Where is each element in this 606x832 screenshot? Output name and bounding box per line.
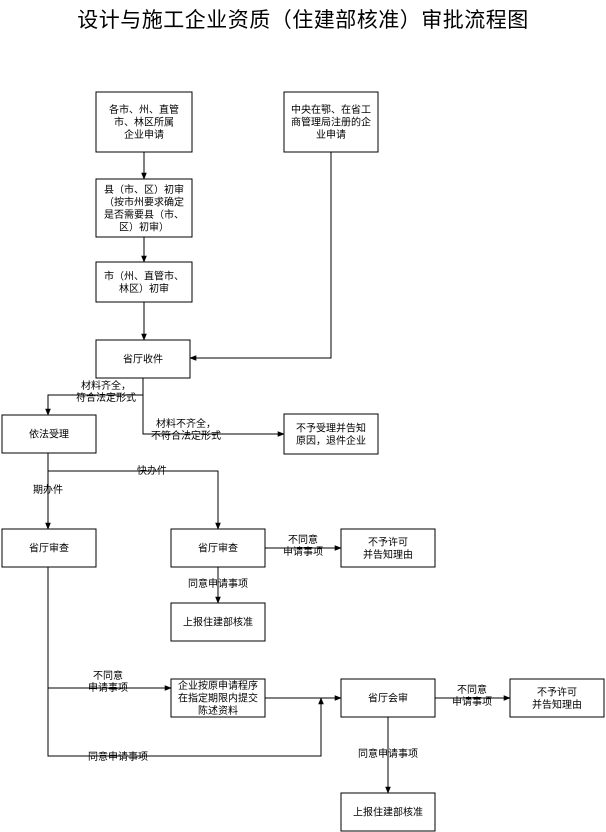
edge-label-text: 同意申请事项 — [358, 747, 418, 760]
node-report-joint: 上报住建部核准 — [340, 792, 436, 832]
node-text: 不予受理并告知 — [296, 421, 366, 434]
edge-receive-to-reject — [142, 395, 285, 437]
edge-label-text: 不同意 — [288, 533, 318, 546]
edge-label-complete: 材料齐全，符合法定形式 — [76, 379, 136, 404]
node-text: 原因，退件企业 — [296, 434, 366, 447]
node-text: （按市州要求确定 — [104, 195, 184, 208]
edge-label-agree-fast: 同意申请事项 — [188, 577, 248, 590]
node-box — [170, 678, 266, 718]
node-text: 不予许可 — [368, 536, 408, 548]
node-accept: 依法受理 — [1, 414, 97, 454]
node-text: 陈述资料 — [198, 704, 238, 717]
node-text: 上报住建部核准 — [183, 616, 253, 629]
node-box — [95, 91, 193, 153]
node-box — [95, 339, 191, 379]
node-text: 省厅会审 — [368, 692, 408, 705]
node-text: 林区）初审 — [119, 282, 169, 295]
node-text: 企业申请 — [124, 128, 164, 141]
flow-connectors — [45, 152, 511, 794]
node-report-fast: 上报住建部核准 — [170, 602, 266, 642]
edge-label-text: 材料不齐全， — [156, 417, 216, 430]
edge-label-agree-long: 同意申请事项 — [88, 750, 148, 763]
node-box — [95, 178, 193, 238]
edge-receive-to-accept — [45, 378, 144, 416]
edge-label-incomplete: 材料不齐全，不符合法定形式 — [151, 417, 221, 442]
node-province-receive: 省厅收件 — [95, 339, 191, 379]
node-text: 中央在鄂、在省工 — [291, 103, 371, 116]
node-text: 依法受理 — [29, 428, 69, 441]
node-box — [1, 414, 97, 454]
node-box — [95, 261, 193, 303]
node-box — [283, 91, 379, 153]
node-text: 上报住建部核准 — [353, 806, 423, 819]
node-text: 省厅审查 — [29, 542, 69, 555]
node-box — [340, 678, 436, 718]
edge-label-text: 符合法定形式 — [76, 391, 136, 404]
node-text: 商管理局注册的企 — [291, 116, 371, 129]
node-box — [283, 413, 379, 455]
edge-label-text: 材料齐全， — [81, 379, 131, 392]
node-text: 市（州、直管市、 — [104, 269, 184, 282]
node-joint-review: 省厅会审 — [340, 678, 436, 718]
edge-central-to-receive — [189, 152, 332, 361]
node-text: 并告知理由 — [532, 698, 582, 711]
edge-label-long-track: 期办件 — [33, 483, 63, 496]
node-text: 省厅收件 — [123, 353, 163, 366]
node-box — [170, 528, 266, 568]
node-review-long: 省厅审查 — [1, 528, 97, 568]
edge-label-text: 同意申请事项 — [188, 577, 248, 590]
node-text: 各市、州、直管 — [109, 103, 179, 116]
edge-long-agree-to-joint — [47, 567, 324, 757]
node-text: 省厅审查 — [198, 542, 238, 555]
node-city-review: 市（州、直管市、林区）初审 — [95, 261, 193, 303]
node-text: 是否需要县（市、 — [104, 208, 184, 221]
edge-label-text: 不符合法定形式 — [151, 429, 221, 442]
node-text: 区）初审） — [119, 220, 169, 233]
edge-label-text: 申请事项 — [452, 695, 492, 708]
node-text: 在指定期限内提交 — [178, 692, 258, 705]
edge-label-agree-joint: 同意申请事项 — [358, 747, 418, 760]
node-box — [340, 792, 436, 832]
node-text: 企业按原申请程序 — [178, 679, 258, 692]
chart-title: 设计与施工企业资质（住建部核准）审批流程图 — [77, 8, 529, 32]
node-review-fast: 省厅审查 — [170, 528, 266, 568]
node-text: 市、林区所属 — [114, 116, 174, 129]
edge-label-text: 同意申请事项 — [88, 750, 148, 763]
edge-label-text: 不同意 — [93, 669, 123, 682]
edge-label-text: 申请事项 — [88, 681, 128, 694]
node-box — [340, 528, 436, 568]
edge-label-text: 期办件 — [33, 483, 63, 496]
edge-accept-to-fast — [48, 470, 221, 530]
node-text: 并告知理由 — [363, 548, 413, 561]
flow-edge-labels: 材料齐全，符合法定形式材料不齐全，不符合法定形式快办件期办件不同意申请事项同意申… — [33, 379, 492, 763]
node-text: 业申请 — [316, 128, 346, 141]
node-box — [170, 602, 266, 642]
node-box — [509, 678, 605, 718]
node-box — [1, 528, 97, 568]
node-text: 县（市、区）初审 — [104, 183, 184, 196]
edge-label-text: 不同意 — [457, 683, 487, 696]
edge-label-text: 申请事项 — [283, 545, 323, 558]
edge-label-fast-track: 快办件 — [137, 464, 167, 477]
node-text: 不予许可 — [537, 686, 577, 698]
edge-label-text: 快办件 — [137, 464, 167, 477]
